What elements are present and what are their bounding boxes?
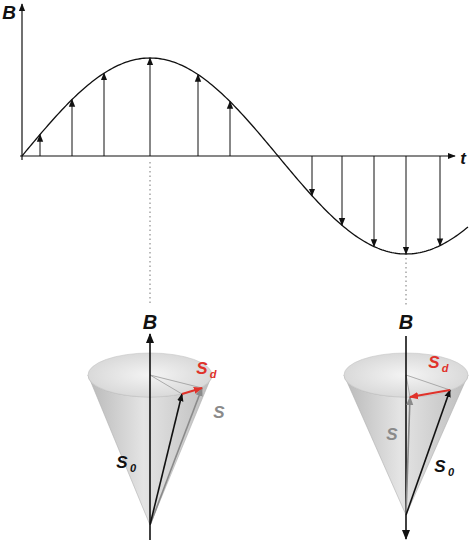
field-arrow	[374, 156, 375, 247]
t-axis	[20, 155, 455, 156]
field-vector	[149, 334, 151, 540]
vector-label: S	[428, 354, 439, 371]
spoke	[150, 375, 202, 388]
field-arrow	[230, 102, 231, 156]
spin-vector-0	[150, 394, 182, 525]
guide-line	[406, 258, 407, 306]
vector-label: B	[143, 312, 157, 332]
field-arrow	[150, 58, 151, 156]
axis-label: B	[2, 3, 16, 22]
vector-label: S	[196, 360, 207, 377]
vector-label: B	[399, 312, 413, 332]
field-arrow	[40, 135, 41, 156]
field-arrow	[72, 100, 73, 156]
field-arrow	[440, 156, 441, 246]
vector-label: S	[213, 404, 224, 421]
axis-label: t	[460, 150, 466, 167]
guide-line	[150, 162, 151, 306]
cone	[88, 334, 212, 540]
cone	[344, 336, 468, 539]
field-arrow	[104, 73, 105, 156]
spoke	[406, 375, 450, 390]
vector-label: S	[116, 454, 127, 471]
subscript: 0	[130, 463, 136, 474]
b-axis	[21, 4, 22, 160]
field-arrow	[406, 156, 407, 254]
spin-vector	[150, 388, 202, 525]
sine-curve	[22, 58, 468, 254]
field-arrow	[342, 156, 343, 225]
spin-vector-0	[406, 390, 450, 515]
subscript: d	[442, 363, 449, 374]
precession-cones	[88, 334, 468, 540]
subscript: 0	[448, 467, 454, 478]
vector-label: S	[434, 458, 445, 475]
deviation-vector	[410, 390, 450, 397]
spin-vector	[406, 397, 410, 515]
field-arrow	[312, 156, 313, 196]
field-plot	[20, 4, 468, 306]
deviation-vector	[182, 388, 202, 394]
vector-label: S	[386, 426, 397, 443]
spoke	[150, 375, 182, 394]
subscript: d	[210, 369, 217, 380]
field-arrow	[198, 75, 199, 156]
